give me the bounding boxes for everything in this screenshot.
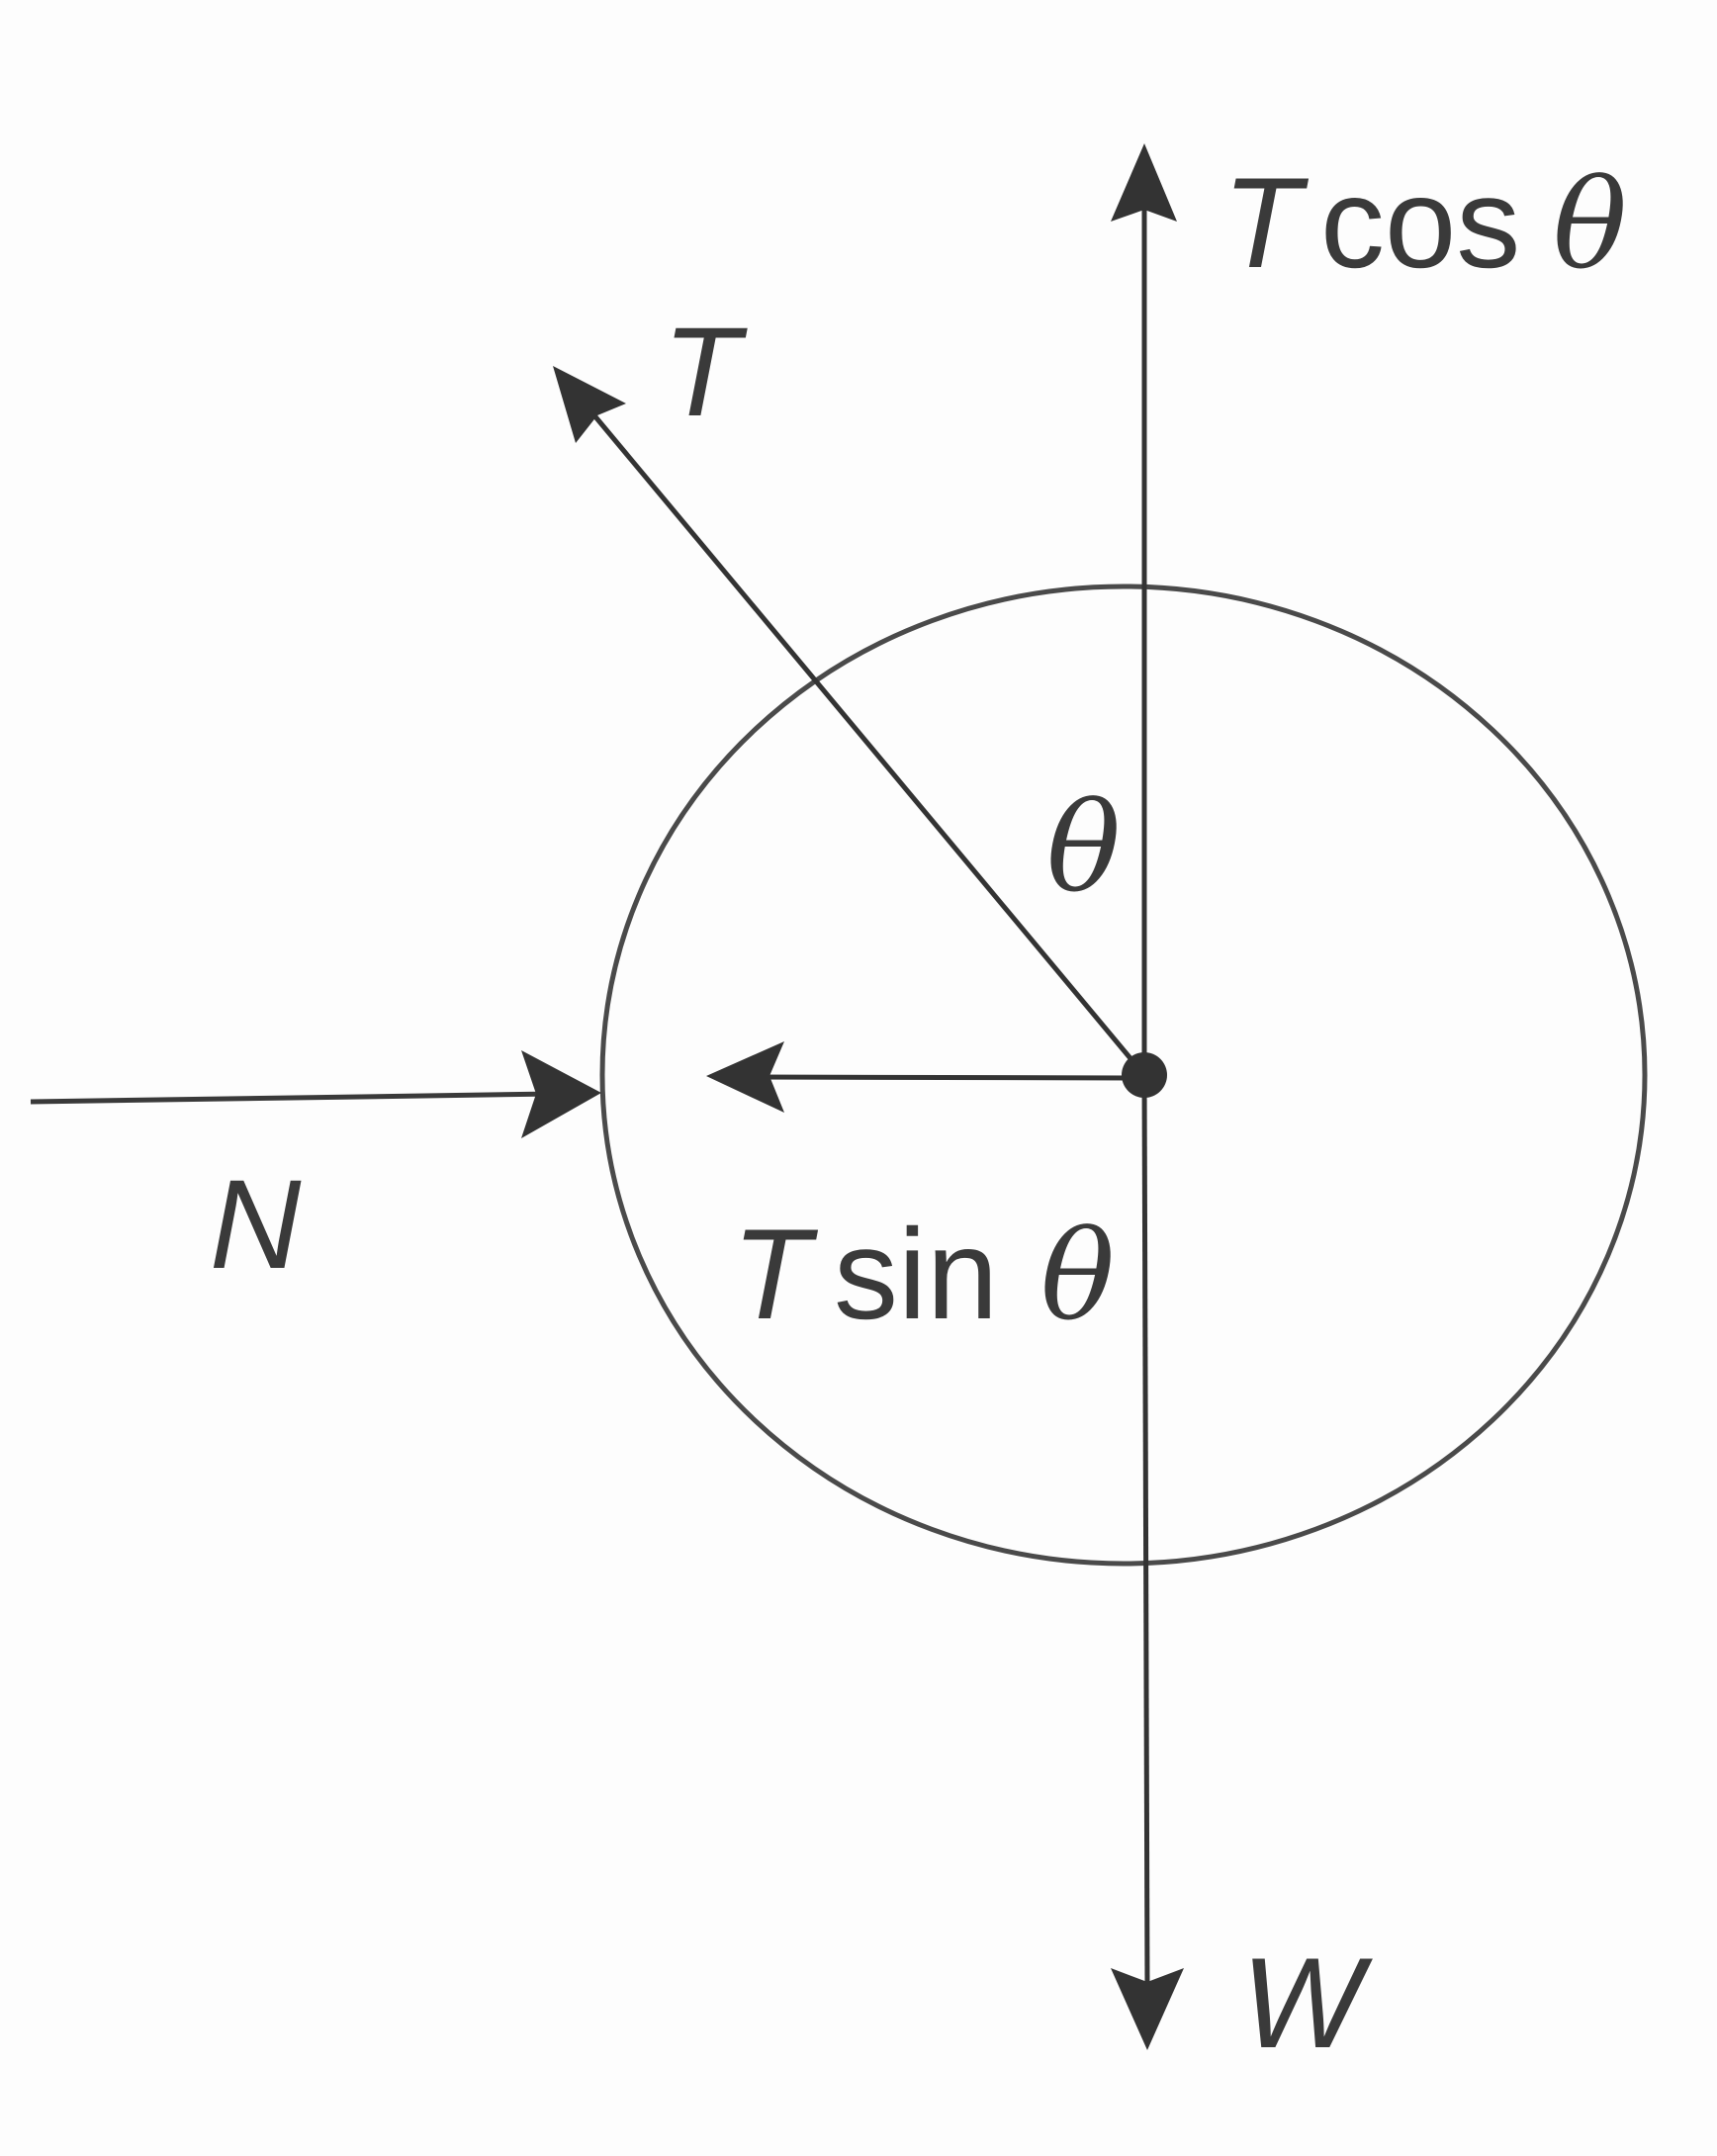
arrowhead-right-icon [521,1050,601,1138]
weight-label: W [1241,1931,1373,2075]
t-cos-T: T [1222,150,1310,295]
arrowhead-left-icon [706,1041,784,1113]
t-sin-fn: sin [834,1202,998,1346]
t-sin-theta-label: T sin θ [732,1202,1115,1348]
arrowhead-up-icon [1111,143,1177,222]
t-cos-theta-arrow [1111,143,1177,1075]
sphere-body [599,584,1648,1567]
t-cos-theta-label: T cos θ [1222,150,1627,297]
t-sin-theta-arrow [706,1041,1145,1113]
center-point [1122,1052,1167,1098]
tension-arrow [553,366,1146,1077]
tension-label: T [663,302,748,443]
t-sin-T: T [732,1202,819,1346]
weight-arrow [1111,1074,1184,2050]
angle-theta-label: θ [1046,776,1121,920]
normal-force-arrow [30,1050,601,1138]
t-cos-fn: cos [1320,150,1520,295]
t-cos-theta: θ [1553,153,1627,297]
arrowhead-tension-icon [553,366,626,443]
t-sin-theta: θ [1040,1205,1115,1348]
normal-label: N [210,1154,302,1296]
arrowhead-down-icon [1111,1968,1184,2050]
